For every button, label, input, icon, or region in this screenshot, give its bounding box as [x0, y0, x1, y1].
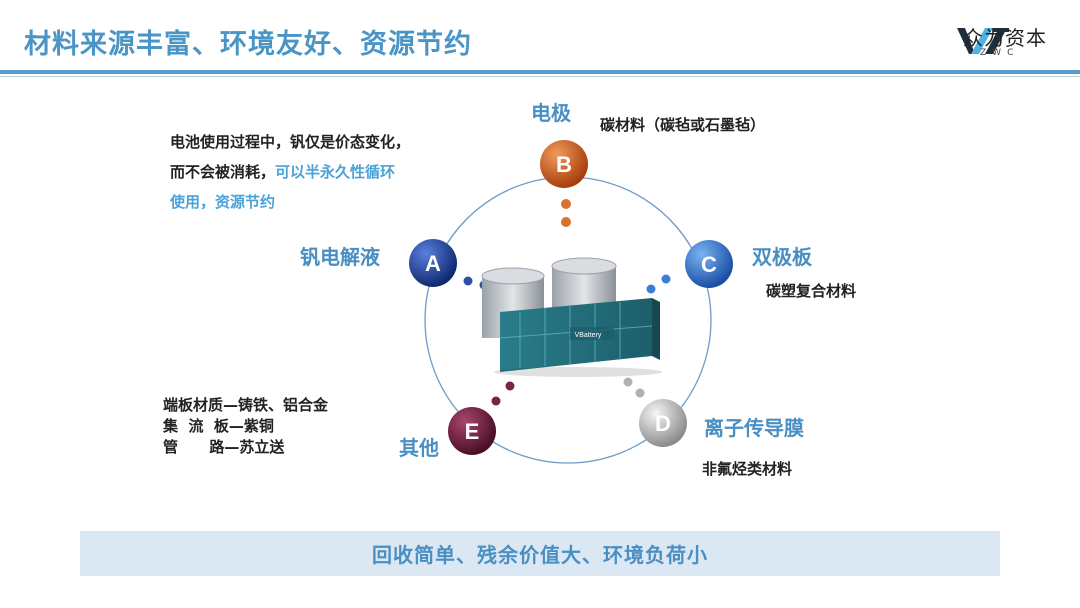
connector-dots-e	[491, 381, 515, 406]
other-note-line3: 管 路—苏立送	[163, 438, 285, 456]
container-label: VBattery	[575, 332, 602, 339]
node-c-description: 碳塑复合材料	[766, 282, 857, 300]
logo-name: 众为资本	[963, 26, 1047, 50]
electrolyte-note-line1: 电池使用过程中，钒仅是价态变化，	[170, 133, 411, 151]
node-e-sphere	[448, 407, 496, 455]
node-c-label: 双极板	[752, 245, 812, 269]
electrolyte-note-line2: 而不会被消耗，可以半永久性循环	[170, 157, 410, 187]
node-b-description: 碳材料（碳毡或石墨毡）	[600, 116, 766, 134]
other-note-line2: 集 流 板—紫铜	[163, 417, 274, 435]
connector-dots-c	[646, 274, 671, 294]
summary-banner: 回收简单、残余价值大、环境负荷小	[80, 531, 1000, 576]
node-e-label: 其他	[399, 436, 439, 460]
summary-banner-text: 回收简单、残余价值大、环境负荷小	[372, 543, 708, 567]
electrolyte-note-line2a: 而不会被消耗，	[170, 163, 276, 181]
node-b-label: 电极	[531, 101, 571, 125]
node-b-letter: B	[556, 152, 572, 177]
node-e-letter: E	[465, 419, 480, 444]
node-d-label: 离子传导膜	[704, 416, 804, 440]
zwc-logo-icon	[957, 28, 1009, 54]
electrolyte-note-line2b: 可以半永久性循环	[275, 163, 396, 181]
node-d-description: 非氟烃类材料	[702, 460, 793, 478]
connector-dots-b	[561, 199, 571, 227]
node-a-label: 钒电解液	[300, 245, 380, 269]
electrolyte-note: 电池使用过程中，钒仅是价态变化， 而不会被消耗，可以半永久性循环 使用，资源节约	[170, 127, 410, 217]
other-note-line1: 端板材质—铸铁、铝合金	[163, 396, 329, 414]
node-b-sphere	[540, 140, 588, 188]
page-title: 材料来源丰富、环境友好、资源节约	[24, 29, 472, 60]
header-rule	[0, 70, 1080, 74]
electrolyte-note-line3: 使用，资源节约	[170, 193, 276, 211]
node-c-letter: C	[701, 252, 717, 277]
node-d-sphere	[639, 399, 687, 447]
connector-dots-d	[623, 377, 645, 398]
node-a-letter: A	[425, 251, 441, 276]
header-rule-thin	[0, 76, 1080, 77]
other-note: 端板材质—铸铁、铝合金 集 流 板—紫铜 管 路—苏立送	[163, 395, 328, 458]
battery-container	[494, 298, 662, 377]
logo-subtitle: ZWC	[980, 48, 1020, 58]
node-c-sphere	[685, 240, 733, 288]
node-a-sphere	[409, 239, 457, 287]
node-d-letter: D	[655, 411, 671, 436]
